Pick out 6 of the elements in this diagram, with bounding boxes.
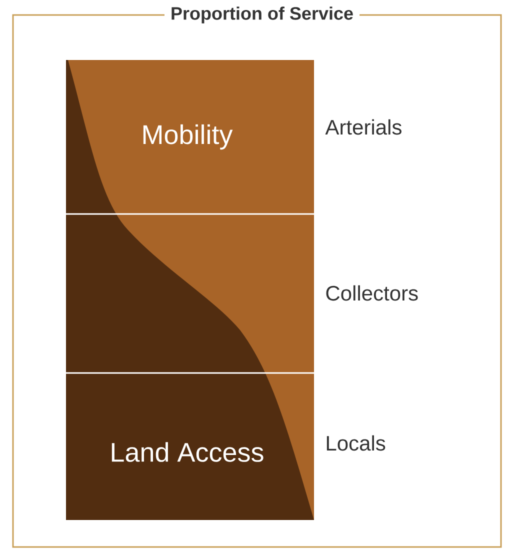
band-label: Collectors (326, 285, 418, 301)
region-label: Land Access (112, 442, 264, 462)
title: Proportion of Service (164, 4, 360, 26)
band-label: Locals (326, 435, 386, 451)
band-label: Arterials (325, 119, 402, 135)
region-label: Mobility (143, 124, 233, 150)
